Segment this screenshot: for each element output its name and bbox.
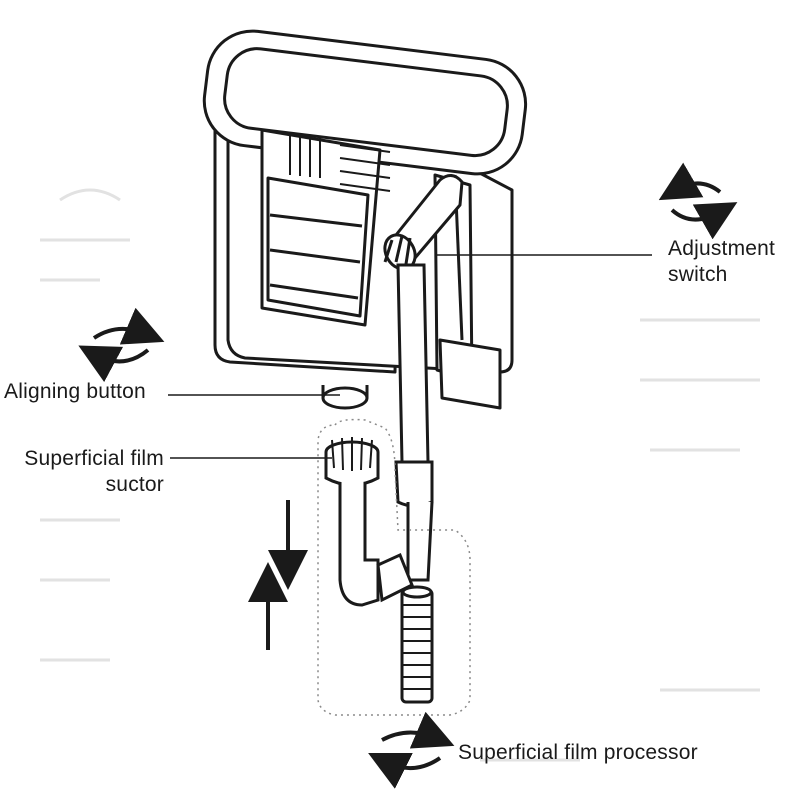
label-adjustment-switch-line2: switch [668, 263, 728, 286]
label-film-suctor-line2: suctor [105, 473, 164, 496]
leader-lines [168, 254, 652, 459]
film-processor [317, 418, 471, 716]
label-adjustment-switch: Adjustment switch [668, 236, 775, 288]
label-film-suctor: Superficial film suctor [6, 446, 164, 498]
label-film-suctor-line1: Superficial film [24, 447, 164, 470]
label-film-processor: Superficial film processor [458, 741, 698, 764]
label-adjustment-switch-line1: Adjustment [668, 237, 776, 260]
label-aligning-button: Aligning button [4, 380, 146, 403]
intake-tube [394, 263, 434, 582]
rotate-arrows-icon-button [78, 307, 165, 383]
watermark-marks [40, 188, 760, 762]
filter-body [202, 29, 528, 410]
up-down-arrows-icon [248, 500, 308, 650]
rotate-arrows-icon-switch [658, 162, 738, 240]
rotate-arrows-icon-processor [368, 711, 455, 789]
